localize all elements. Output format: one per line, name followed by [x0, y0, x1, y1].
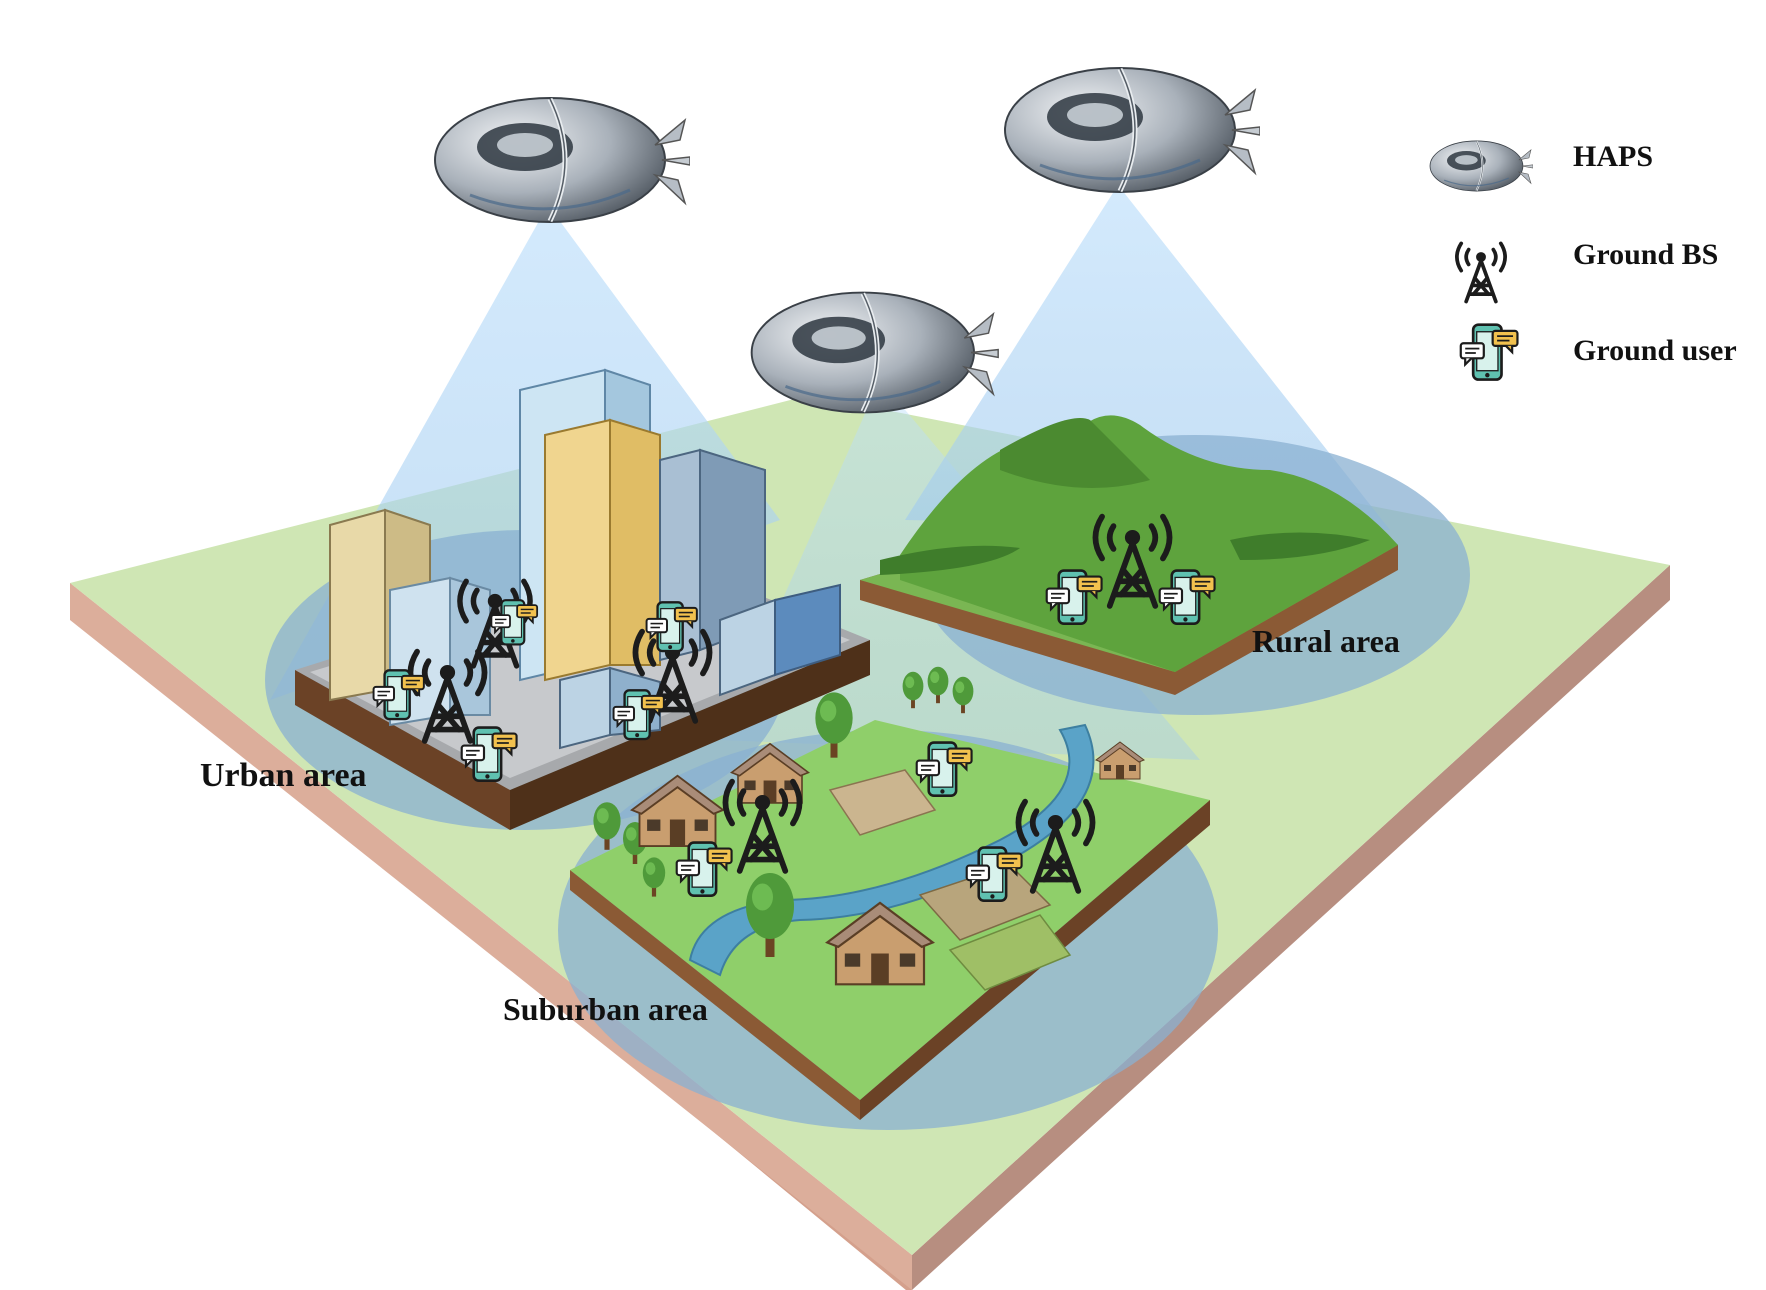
label-suburban-area: Suburban area [503, 991, 708, 1027]
legend-haps-label: HAPS [1573, 140, 1653, 173]
haps-suburban [752, 293, 999, 413]
phone-chat-icon [1459, 323, 1519, 382]
legend-ground-bs-label: Ground BS [1573, 238, 1718, 271]
label-rural-area: Rural area [1252, 623, 1400, 659]
haps-rural [1005, 68, 1260, 192]
building-tower-gold [544, 418, 661, 682]
label-urban-area: Urban area [200, 757, 367, 794]
legend-ground-user-label: Ground user [1573, 334, 1737, 367]
building-4 [719, 583, 841, 697]
haps-urban [435, 98, 690, 222]
slab-side-front-left [70, 583, 912, 1290]
legend: HAPS Ground BS Ground user [1428, 139, 1737, 382]
antenna-tower-icon [1455, 241, 1507, 304]
slab-side-front-right [912, 565, 1670, 1290]
airship-icon [1428, 139, 1533, 193]
